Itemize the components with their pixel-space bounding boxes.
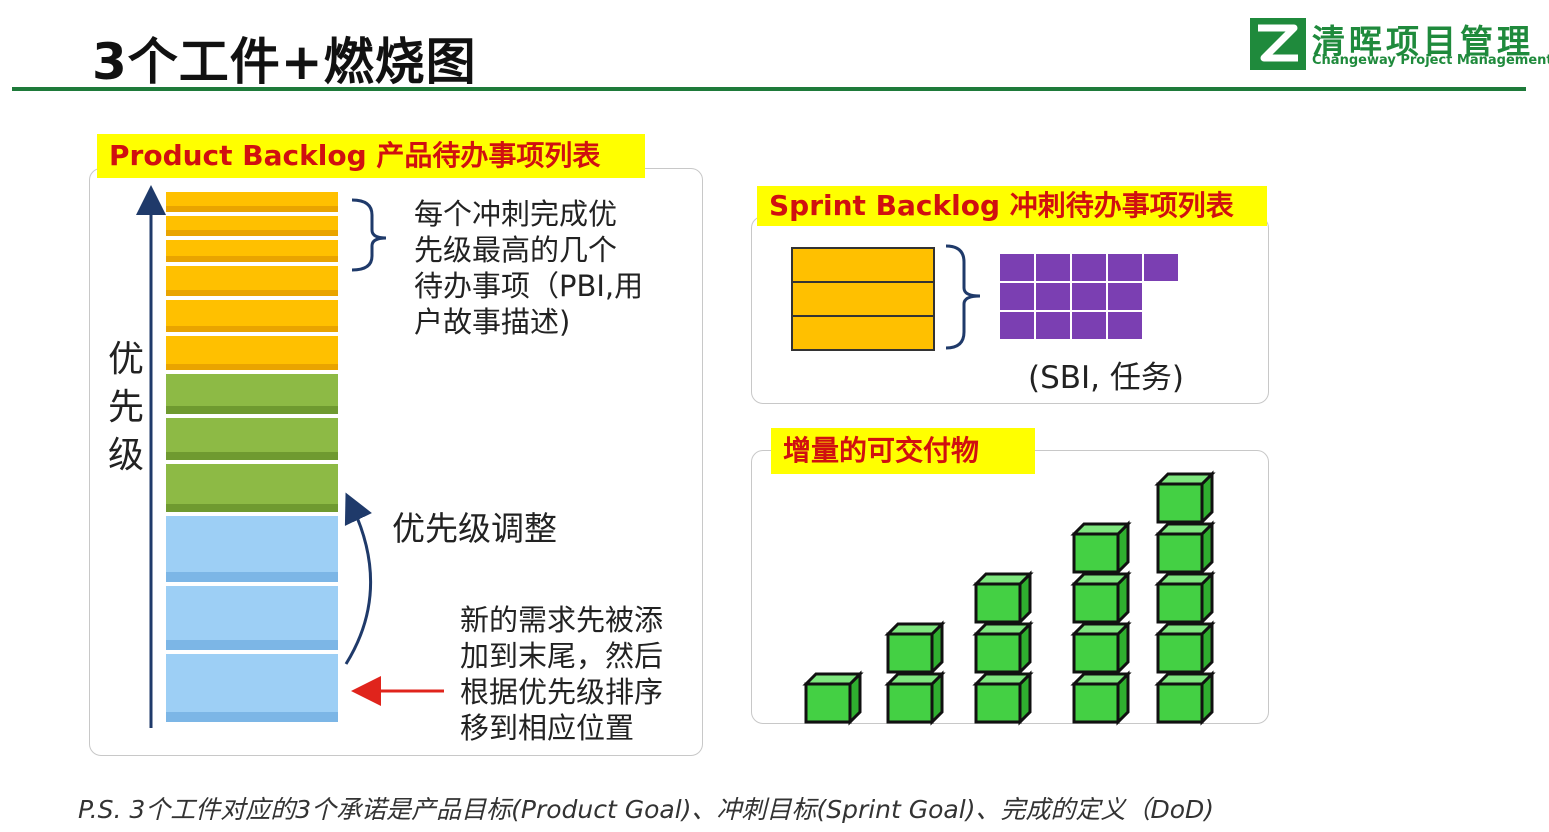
increment-cube (1070, 670, 1132, 726)
increment-cube (1154, 520, 1216, 576)
sprint-brace (945, 244, 981, 350)
backlog-bar (166, 586, 338, 650)
backlog-bar (166, 300, 338, 332)
priority-adjust-arrow (344, 492, 372, 665)
backlog-bar (166, 266, 338, 296)
product-backlog-tag: Product Backlog 产品待办事项列表 (97, 134, 645, 178)
backlog-bar (166, 336, 338, 370)
increment-cube (972, 620, 1034, 676)
sprint-backlog-tag: Sprint Backlog 冲刺待办事项列表 (757, 186, 1267, 226)
priority-adjust-label: 优先级调整 (392, 509, 557, 548)
sprint-pbi-stack (791, 247, 935, 351)
logo-name-en: Changeway Project Management (1312, 53, 1549, 68)
backlog-items-top (166, 192, 338, 370)
logo-mark-icon (1250, 18, 1306, 70)
increment-cube (1154, 570, 1216, 626)
increment-cube (1070, 620, 1132, 676)
footnote: P.S. 3个工件对应的3个承诺是产品目标(Product Goal)、冲刺目标… (78, 795, 1215, 824)
increment-cube (884, 620, 946, 676)
slide-title: 3个工件+燃烧图 (92, 33, 477, 91)
backlog-bar (166, 192, 338, 212)
logo-name-cn: 清晖项目管理 (1312, 22, 1534, 61)
priority-label: 优先级 (107, 339, 144, 476)
increment-cube (972, 570, 1034, 626)
sprint-task-grid (998, 252, 1180, 341)
backlog-bar (166, 240, 338, 262)
new-items-note: 新的需求先被添加到末尾，然后根据优先级排序移到相应位置 (460, 603, 664, 745)
increment-cube (972, 670, 1034, 726)
backlog-bar (166, 374, 338, 414)
top-items-brace (351, 198, 387, 272)
sprint-items-label: (SBI, 任务) (1028, 360, 1184, 396)
increment-cube (1154, 670, 1216, 726)
backlog-bar (166, 516, 338, 582)
increment-cube (1070, 570, 1132, 626)
increment-cube (1154, 620, 1216, 676)
backlog-bar (166, 216, 338, 236)
backlog-bar (166, 464, 338, 512)
backlog-bar (166, 418, 338, 460)
increment-cube (1154, 470, 1216, 526)
backlog-items-middle (166, 374, 338, 512)
top-items-note: 每个冲刺完成优先级最高的几个待办事项（PBI,用户故事描述) (414, 197, 644, 339)
increment-cube (802, 670, 864, 726)
increment-cube (1070, 520, 1132, 576)
backlog-items-bottom (166, 516, 338, 722)
backlog-bar (166, 654, 338, 722)
title-underline (12, 87, 1526, 91)
increment-cube (884, 670, 946, 726)
increment-tag: 增量的可交付物 (771, 428, 1035, 474)
